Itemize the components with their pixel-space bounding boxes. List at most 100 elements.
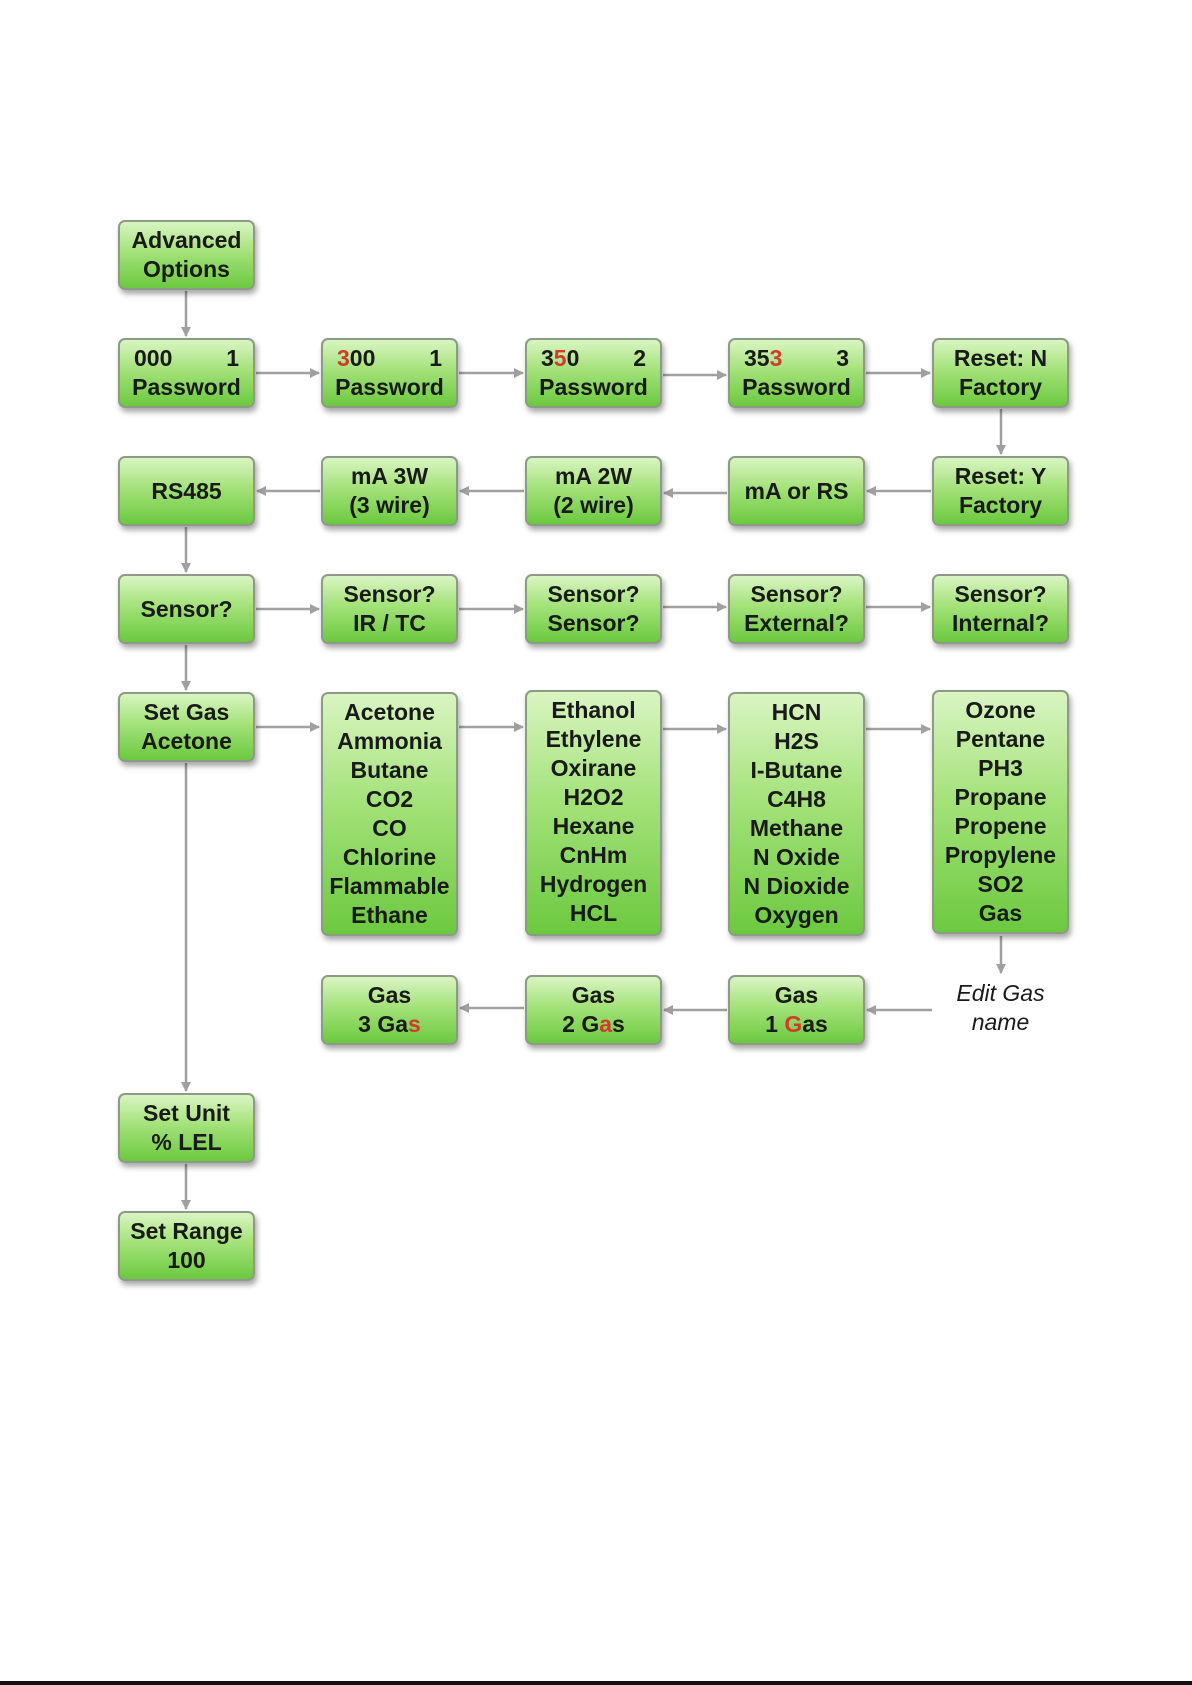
node-gas-name-3: Gas 3 Gas xyxy=(321,975,458,1045)
node-line: Sensor? xyxy=(954,581,1047,607)
gas-list-item: Flammable xyxy=(329,873,450,899)
node-line: (3 wire) xyxy=(349,492,430,518)
gas-list-item: PH3 xyxy=(978,755,1023,781)
gas-list-item: Oxirane xyxy=(550,755,637,781)
password-digit: 0 xyxy=(146,345,160,371)
gas-list-item: CnHm xyxy=(559,842,628,868)
node-ma-or-rs: mA or RS xyxy=(728,456,865,526)
password-digits: 353 xyxy=(744,344,782,373)
password-digit: 5 xyxy=(553,345,567,371)
gas-list-item: Ozone xyxy=(965,697,1036,723)
node-sensor-external: Sensor? External? xyxy=(728,574,865,644)
gas-list-item: H2O2 xyxy=(563,784,624,810)
node-ma-2w: mA 2W (2 wire) xyxy=(525,456,662,526)
password-label: Password xyxy=(132,374,241,400)
node-set-gas: Set Gas Acetone xyxy=(118,692,255,762)
node-line: Sensor? xyxy=(750,581,843,607)
password-digits: 350 xyxy=(541,344,579,373)
node-advanced-options: Advanced Options xyxy=(118,220,255,290)
gas-name-letter: G xyxy=(581,1011,600,1037)
node-ma-3w: mA 3W (3 wire) xyxy=(321,456,458,526)
gas-name-title: Gas xyxy=(571,982,616,1008)
gas-name-letter: a xyxy=(802,1011,816,1037)
gas-list-item: I-Butane xyxy=(750,757,843,783)
node-line: (2 wire) xyxy=(553,492,634,518)
gas-list-item: Chlorine xyxy=(342,844,437,870)
gas-list-item: N Dioxide xyxy=(743,873,850,899)
node-line: mA 2W xyxy=(554,463,633,489)
password-digit: 3 xyxy=(744,345,757,371)
node-line: Factory xyxy=(958,374,1043,400)
password-digit: 0 xyxy=(349,345,363,371)
gas-name-letter: G xyxy=(784,1011,803,1037)
password-step-number: 1 xyxy=(226,345,239,371)
gas-name-title: Gas xyxy=(367,982,412,1008)
node-line: Sensor? xyxy=(547,581,640,607)
password-digit: 0 xyxy=(362,345,376,371)
gas-name-title: Gas xyxy=(774,982,819,1008)
node-line: Set Range xyxy=(130,1218,243,1244)
gas-name-value: 2 Gas xyxy=(562,1011,625,1037)
node-line: Set Unit xyxy=(143,1100,230,1126)
password-digits: 000 xyxy=(134,344,172,373)
note-line: Edit Gas xyxy=(956,980,1045,1006)
node-line: mA 3W xyxy=(350,463,429,489)
node-gas-list-2: Ethanol Ethylene Oxirane H2O2 Hexane CnH… xyxy=(525,690,662,936)
gas-name-letter: s xyxy=(612,1011,625,1037)
gas-name-letter: a xyxy=(395,1011,409,1037)
gas-name-letter: s xyxy=(408,1011,421,1037)
node-line: Set Gas xyxy=(143,699,230,725)
gas-list-item: Hexane xyxy=(552,813,635,839)
node-reset-n-factory: Reset: N Factory xyxy=(932,338,1069,408)
password-label: Password xyxy=(742,374,851,400)
node-line: Advanced xyxy=(131,227,242,253)
gas-list-item: Hydrogen xyxy=(539,871,648,897)
password-digit: 3 xyxy=(337,345,350,371)
gas-list-item: Acetone xyxy=(344,699,435,725)
node-line: Reset: N xyxy=(953,345,1048,371)
node-line: Internal? xyxy=(951,610,1050,636)
gas-name-value: 1 Gas xyxy=(765,1011,828,1037)
gas-list-item: Gas xyxy=(978,900,1023,926)
gas-list-item: Propylene xyxy=(944,842,1057,868)
node-gas-list-4: Ozone Pentane PH3 Propane Propene Propyl… xyxy=(932,690,1069,934)
node-sensor-internal: Sensor? Internal? xyxy=(932,574,1069,644)
node-line: mA or RS xyxy=(744,477,849,504)
page-bottom-rule xyxy=(0,1681,1192,1685)
gas-list-item: SO2 xyxy=(977,871,1024,897)
node-line: % LEL xyxy=(151,1129,222,1155)
password-entry-line: 350 2 xyxy=(527,344,660,373)
node-line: Sensor? xyxy=(343,581,436,607)
password-entry-line: 000 1 xyxy=(120,344,253,373)
gas-list-item: Propane xyxy=(954,784,1047,810)
password-step-number: 2 xyxy=(633,345,646,371)
node-sensor: Sensor? xyxy=(118,574,255,644)
node-line: RS485 xyxy=(151,477,222,504)
gas-name-letter: a xyxy=(599,1011,613,1037)
node-gas-list-3: HCN H2S I-Butane C4H8 Methane N Oxide N … xyxy=(728,692,865,936)
node-reset-y-factory: Reset: Y Factory xyxy=(932,456,1069,526)
password-digits: 300 xyxy=(337,344,375,373)
node-rs485: RS485 xyxy=(118,456,255,526)
node-line: Options xyxy=(143,256,230,282)
password-digit: 5 xyxy=(756,345,770,371)
node-sensor-ir-tc: Sensor? IR / TC xyxy=(321,574,458,644)
gas-list-item: N Oxide xyxy=(753,844,840,870)
password-label: Password xyxy=(539,374,648,400)
gas-list-item: Propene xyxy=(954,813,1047,839)
node-set-range: Set Range 100 xyxy=(118,1211,255,1281)
gas-list-item: CO xyxy=(372,815,407,841)
gas-list-item: Methane xyxy=(749,815,844,841)
gas-list-item: Ethylene xyxy=(545,726,642,752)
node-line: Reset: Y xyxy=(954,463,1047,489)
node-line: Sensor? xyxy=(140,595,233,622)
node-set-unit: Set Unit % LEL xyxy=(118,1093,255,1163)
gas-name-value: 3 Gas xyxy=(358,1011,421,1037)
node-sensor-sensor: Sensor? Sensor? xyxy=(525,574,662,644)
node-gas-name-1: Gas 1 Gas xyxy=(728,975,865,1045)
gas-list-item: HCL xyxy=(569,900,618,926)
